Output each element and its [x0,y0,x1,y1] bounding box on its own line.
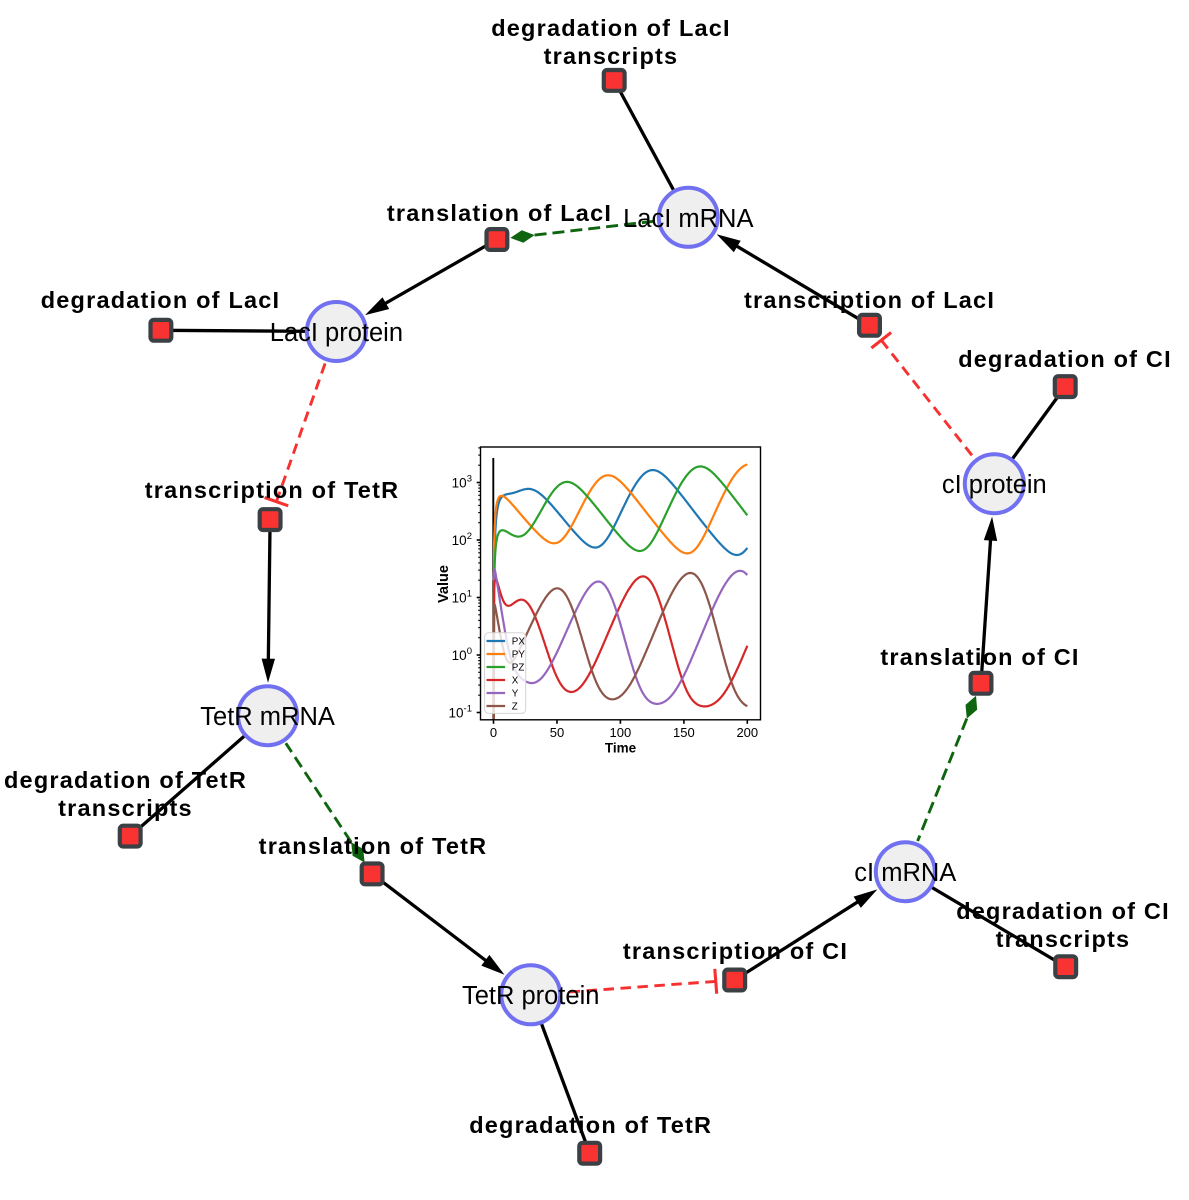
svg-text:X: X [512,676,519,687]
svg-text:100: 100 [610,725,632,740]
svg-text:50: 50 [550,725,564,740]
svg-text:Y: Y [512,689,519,700]
svg-text:cI mRNA: cI mRNA [854,859,956,887]
svg-text:degradation of LacI: degradation of LacI [41,287,281,313]
svg-text:translation of CI: translation of CI [880,644,1079,670]
svg-text:Time: Time [605,741,637,756]
svg-text:Value: Value [436,565,452,603]
svg-text:degradation of CI: degradation of CI [958,346,1172,372]
svg-text:transcription of LacI: transcription of LacI [744,287,995,313]
svg-text:transcripts: transcripts [996,926,1131,952]
svg-text:PY: PY [512,650,526,661]
svg-text:0: 0 [490,725,497,740]
svg-text:transcripts: transcripts [544,43,679,69]
svg-text:LacI protein: LacI protein [270,319,403,347]
svg-text:transcription of TetR: transcription of TetR [145,477,400,503]
svg-text:degradation of CI: degradation of CI [956,898,1170,924]
svg-text:translation of LacI: translation of LacI [387,200,612,226]
svg-text:degradation of TetR: degradation of TetR [4,767,247,793]
svg-text:Z: Z [512,702,518,713]
svg-text:TetR protein: TetR protein [462,982,600,1010]
svg-text:LacI mRNA: LacI mRNA [623,205,753,233]
svg-text:PZ: PZ [512,663,525,674]
svg-text:PX: PX [512,637,526,648]
svg-text:degradation of TetR: degradation of TetR [469,1112,712,1138]
svg-text:transcripts: transcripts [58,795,193,821]
svg-text:transcription of CI: transcription of CI [623,938,848,964]
svg-text:200: 200 [736,725,758,740]
svg-text:TetR mRNA: TetR mRNA [200,703,335,731]
svg-text:150: 150 [673,725,695,740]
svg-text:degradation of LacI: degradation of LacI [491,15,731,41]
svg-text:translation of TetR: translation of TetR [259,833,488,859]
svg-text:cI protein: cI protein [942,471,1047,499]
